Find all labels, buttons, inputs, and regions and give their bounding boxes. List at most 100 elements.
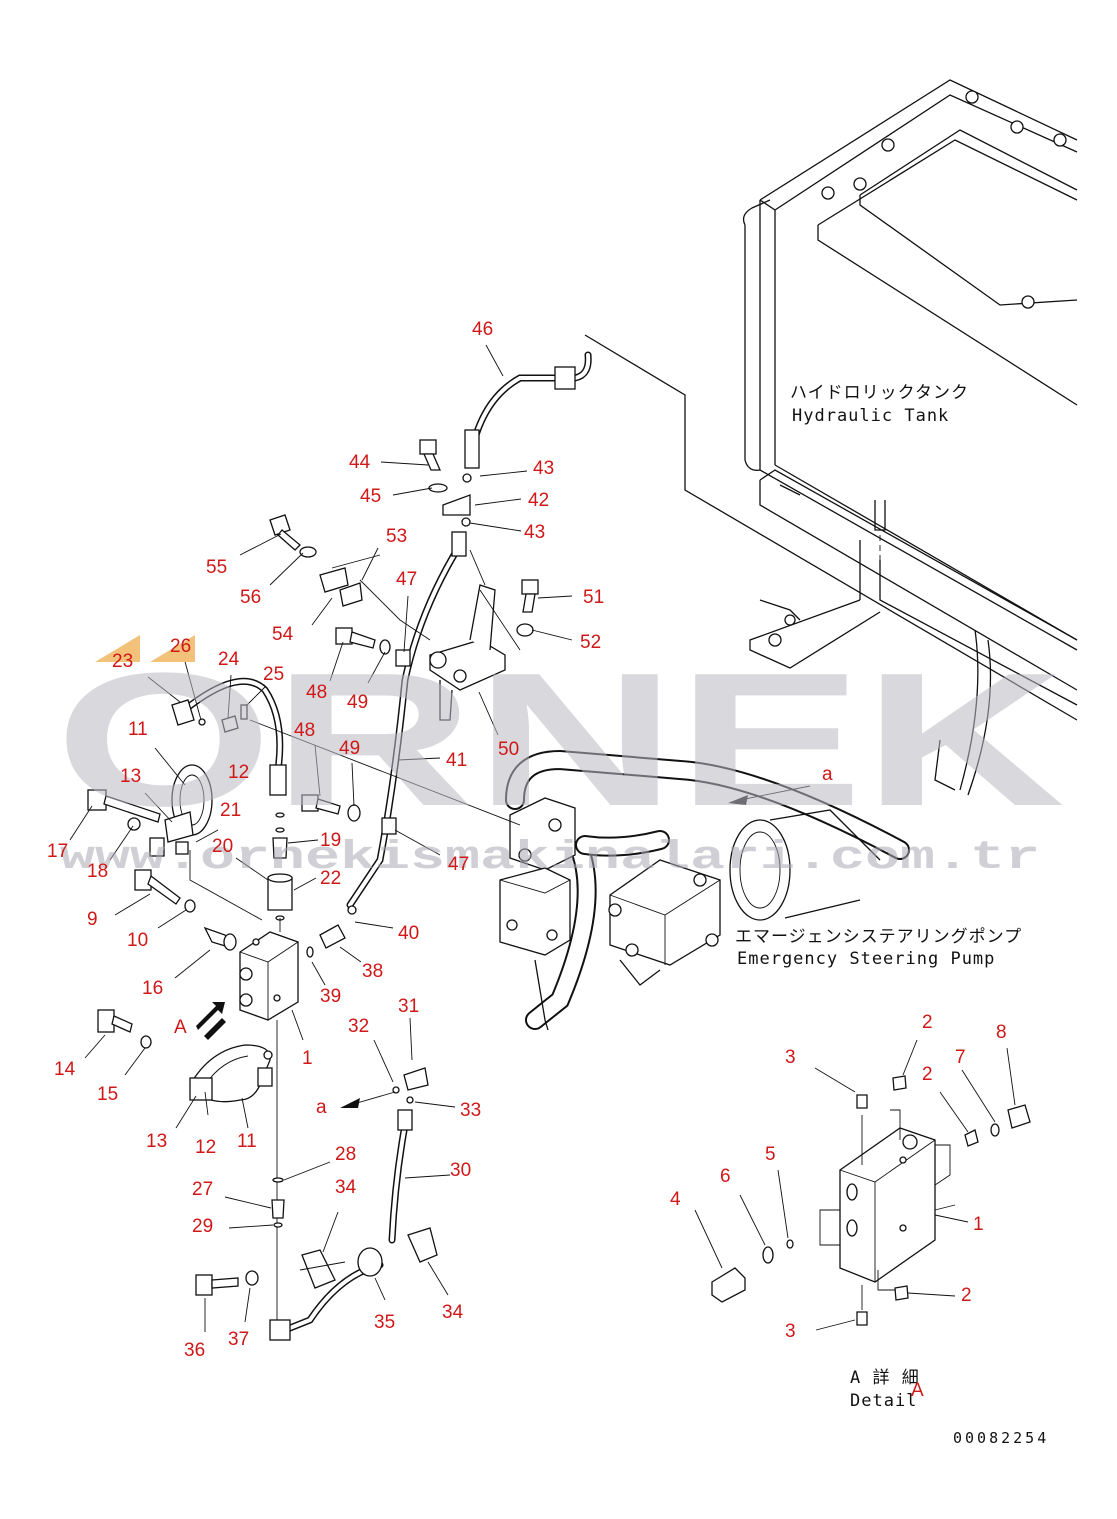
callout-17: 17 [47, 841, 68, 862]
view-a-marker: A [174, 1017, 187, 1038]
callout-13: 13 [120, 766, 141, 787]
detail-callout-2: 2 [961, 1285, 972, 1306]
callout-43: 43 [524, 522, 545, 543]
detail-callout-5: 5 [765, 1144, 776, 1165]
bolt-14 [97, 1009, 152, 1049]
warning-triangle-23 [95, 635, 140, 662]
arrow-a-lower: a [316, 1091, 396, 1118]
callout-48: 48 [306, 682, 327, 703]
callout-9: 9 [87, 909, 98, 930]
callout-12: 12 [228, 762, 249, 783]
hose-30 [269, 1109, 413, 1341]
watermark: ORNEK www.ornekismakinalari.com.tr [55, 634, 1065, 881]
hose-46 [464, 351, 592, 469]
detail-callout-1: 1 [973, 1214, 984, 1235]
bracket-50 [429, 549, 521, 721]
arrow-a-upper: a [728, 764, 833, 805]
bolt-36 [195, 1270, 259, 1296]
callout-14: 14 [54, 1059, 76, 1080]
callout-18: 18 [87, 861, 108, 882]
callout-34: 34 [335, 1177, 357, 1198]
detail-callout-3: 3 [785, 1047, 796, 1068]
callout-56: 56 [240, 587, 261, 608]
fitting-38 [319, 924, 346, 949]
callout-34: 34 [442, 1302, 464, 1323]
callout-55: 55 [206, 557, 227, 578]
callout-13: 13 [146, 1131, 167, 1152]
callout-31: 31 [398, 996, 419, 1017]
emergency-steering-pump: エマージェンシステアリングポンプ Emergency Steering Pump [499, 749, 1022, 1031]
callout-30: 30 [450, 1160, 471, 1181]
detail-a-view: A 詳 細 Detail A [711, 1075, 1031, 1411]
callout-53: 53 [386, 526, 407, 547]
callout-41: 41 [446, 750, 467, 771]
clamp-11-upper [149, 764, 213, 857]
hydraulic-tank-label-en: Hydraulic Tank [792, 406, 949, 426]
callout-11: 11 [128, 719, 148, 740]
detail-a-marker: A [911, 1380, 924, 1401]
connection-line-2 [189, 850, 263, 921]
valve-block-1 [239, 931, 314, 1330]
view-a-arrow: A [174, 1002, 226, 1040]
frame-outline [584, 334, 1078, 721]
fitting-16 [203, 926, 237, 951]
callout-29: 29 [192, 1216, 213, 1237]
detail-callout-6: 6 [720, 1166, 731, 1187]
callout-15: 15 [97, 1084, 118, 1105]
callout-19: 19 [320, 830, 341, 851]
callout-49: 49 [339, 738, 360, 759]
callout-24: 24 [218, 649, 240, 670]
bracket-42 [442, 473, 472, 527]
callout-49: 49 [347, 692, 368, 713]
callout-11: 11 [237, 1131, 257, 1152]
arrow-a-upper-label: a [822, 764, 833, 785]
callout-51: 51 [583, 587, 604, 608]
leader-lines [69, 344, 1016, 1332]
callout-10: 10 [127, 930, 148, 951]
callout-26: 26 [170, 636, 191, 657]
callout-47: 47 [396, 569, 417, 590]
hose-25 [171, 677, 287, 796]
pump-label-jp: エマージェンシステアリングポンプ [735, 927, 1022, 947]
fittings-19-22 [267, 812, 293, 932]
callout-43: 43 [533, 458, 554, 479]
callout-1: 1 [302, 1048, 313, 1069]
callout-39: 39 [320, 986, 341, 1007]
callout-48: 48 [294, 720, 315, 741]
callout-40: 40 [398, 923, 419, 944]
callout-32: 32 [348, 1016, 369, 1037]
callout-38: 38 [362, 961, 383, 982]
clamp-53-54 [269, 514, 431, 641]
detail-callout-3: 3 [785, 1321, 796, 1342]
callout-42: 42 [528, 490, 549, 511]
callout-20: 20 [212, 836, 233, 857]
detail-callout-2: 2 [922, 1064, 933, 1085]
callout-21: 21 [220, 800, 241, 821]
warning-triangle-26 [150, 635, 195, 662]
callout-50: 50 [498, 739, 519, 760]
detail-label-jp: A 詳 細 [850, 1368, 920, 1388]
bolt-44 [419, 439, 448, 493]
callout-22: 22 [320, 868, 341, 889]
bolt-17 [87, 789, 161, 831]
callout-37: 37 [228, 1329, 249, 1350]
callout-33: 33 [460, 1100, 481, 1121]
detail-callout-7: 7 [955, 1047, 966, 1068]
bolt-9 [134, 869, 196, 913]
watermark-url: www.ornekismakinalari.com.tr [60, 836, 1040, 881]
hydraulic-tank-label-jp: ハイドロリックタンク [790, 383, 969, 403]
hydraulic-tank: ハイドロリックタンク Hydraulic Tank [742, 79, 1078, 796]
bolt-48-lower [301, 794, 361, 822]
callout-12: 12 [195, 1137, 216, 1158]
bolt-48-upper [335, 627, 391, 655]
callout-23: 23 [112, 651, 133, 672]
clamps-34 [299, 1227, 438, 1289]
detail-callout-4: 4 [670, 1189, 681, 1210]
callout-46: 46 [472, 319, 493, 340]
detail-callout-2: 2 [922, 1012, 933, 1033]
callout-25: 25 [263, 664, 284, 685]
callout-36: 36 [184, 1340, 205, 1361]
detail-label-en: Detail [850, 1391, 917, 1411]
connection-line [249, 719, 521, 826]
